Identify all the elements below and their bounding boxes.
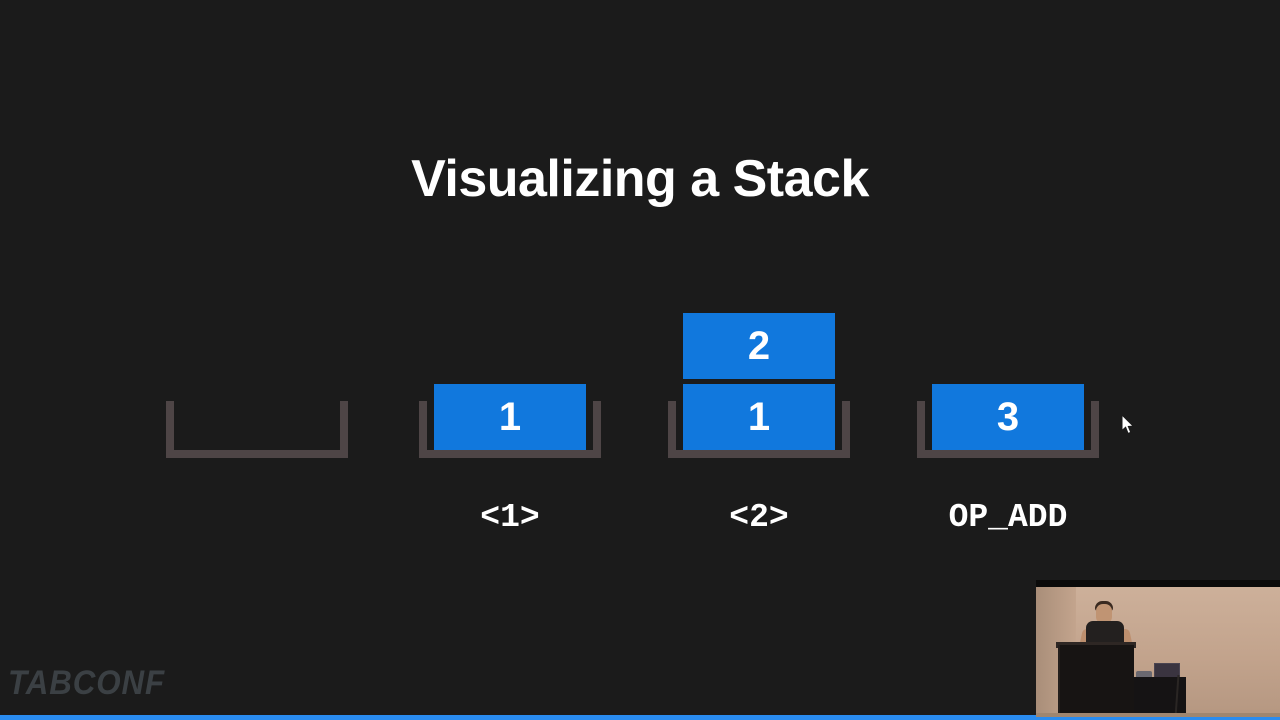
stack-block: 1	[683, 384, 835, 450]
stack-container-1	[419, 401, 601, 458]
webcam-laptop	[1154, 663, 1180, 678]
bottom-accent-bar	[0, 715, 1280, 720]
stack-container-2	[668, 401, 850, 458]
stack-caption-1: <1>	[480, 499, 540, 536]
stack-container-3	[917, 401, 1099, 458]
webcam-av-gear	[1136, 671, 1152, 679]
stack-block: 2	[683, 313, 835, 379]
stack-caption-3: OP_ADD	[948, 499, 1068, 536]
stack-snapshot-2: 1 2 <2>	[659, 290, 859, 560]
stack-snapshot-0	[157, 290, 357, 560]
stack-block: 3	[932, 384, 1084, 450]
stack-container-0	[166, 401, 348, 458]
tabconf-logo: TABCONF	[8, 664, 166, 702]
stack-snapshot-1: 1 <1>	[410, 290, 610, 560]
webcam-floor	[1036, 713, 1280, 717]
stack-items-2: 1 2	[683, 313, 835, 450]
slide-title: Visualizing a Stack	[411, 150, 869, 208]
speaker-webcam-pip[interactable]	[1036, 580, 1280, 717]
webcam-video-frame	[1036, 587, 1280, 717]
stack-items-1: 1	[434, 384, 586, 450]
webcam-speaker-head	[1096, 604, 1112, 623]
webcam-podium	[1058, 645, 1134, 717]
stack-caption-2: <2>	[729, 499, 789, 536]
stack-items-3: 3	[932, 384, 1084, 450]
stack-snapshot-3: 3 OP_ADD	[908, 290, 1108, 560]
stack-block: 1	[434, 384, 586, 450]
stack-diagram: 1 <1> 1 2 <2> 3 OP_ADD	[0, 290, 1280, 560]
